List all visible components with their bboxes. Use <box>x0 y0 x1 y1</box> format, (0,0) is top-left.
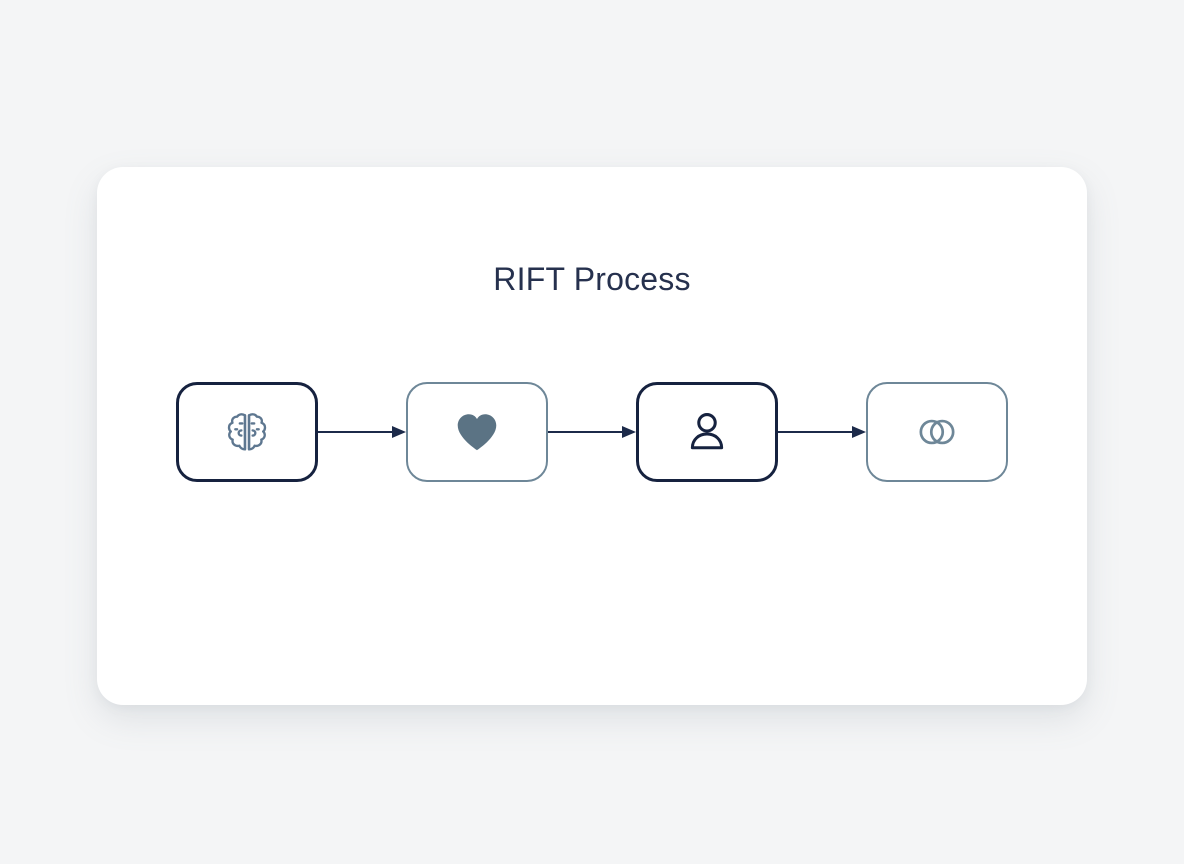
heart-icon <box>452 407 502 457</box>
process-step-1[interactable] <box>176 382 318 482</box>
process-step-2[interactable] <box>406 382 548 482</box>
person-icon <box>681 406 733 458</box>
process-step-3[interactable] <box>636 382 778 482</box>
process-flow <box>97 379 1087 485</box>
diagram-card: RIFT Process <box>97 167 1087 705</box>
flow-arrow-2 <box>548 423 636 441</box>
page-title: RIFT Process <box>493 261 691 297</box>
flow-arrow-1 <box>318 423 406 441</box>
brain-icon <box>220 405 274 459</box>
process-step-4[interactable] <box>866 382 1008 482</box>
flow-arrow-3 <box>778 423 866 441</box>
overlapping-circles-icon <box>912 407 962 457</box>
